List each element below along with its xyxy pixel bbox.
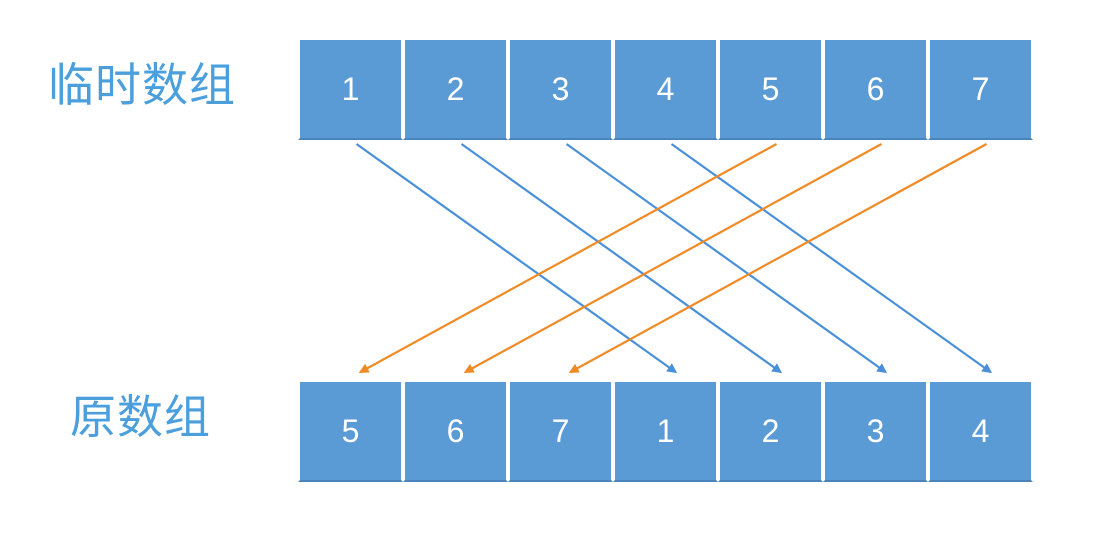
temp-array-label: 临时数组 xyxy=(48,58,236,112)
original-array-cell-5: 2 xyxy=(718,380,823,482)
original-array-cell-7: 4 xyxy=(928,380,1033,482)
temp-array-cell-2: 2 xyxy=(403,38,508,140)
arrow-1-to-pos-4 xyxy=(355,143,678,374)
original-array-cell-6: 3 xyxy=(823,380,928,482)
arrow-5-to-pos-1 xyxy=(358,143,778,373)
temp-array-cell-4: 4 xyxy=(613,38,718,140)
original-array-label: 原数组 xyxy=(70,390,211,444)
original-array-cell-2: 6 xyxy=(403,380,508,482)
temp-array-cell-6: 6 xyxy=(823,38,928,140)
temp-array-cell-3: 3 xyxy=(508,38,613,140)
arrow-3-to-pos-6 xyxy=(565,143,888,374)
arrow-6-to-pos-2 xyxy=(463,143,883,373)
temp-array-cell-1: 1 xyxy=(298,38,403,140)
temp-array-cell-7: 7 xyxy=(928,38,1033,140)
arrow-4-to-pos-7 xyxy=(670,143,993,374)
original-array-cell-1: 5 xyxy=(298,380,403,482)
temp-array-cell-5: 5 xyxy=(718,38,823,140)
original-array-cell-3: 7 xyxy=(508,380,613,482)
arrow-7-to-pos-3 xyxy=(568,143,988,373)
arrow-2-to-pos-5 xyxy=(460,143,783,374)
original-array-cell-4: 1 xyxy=(613,380,718,482)
